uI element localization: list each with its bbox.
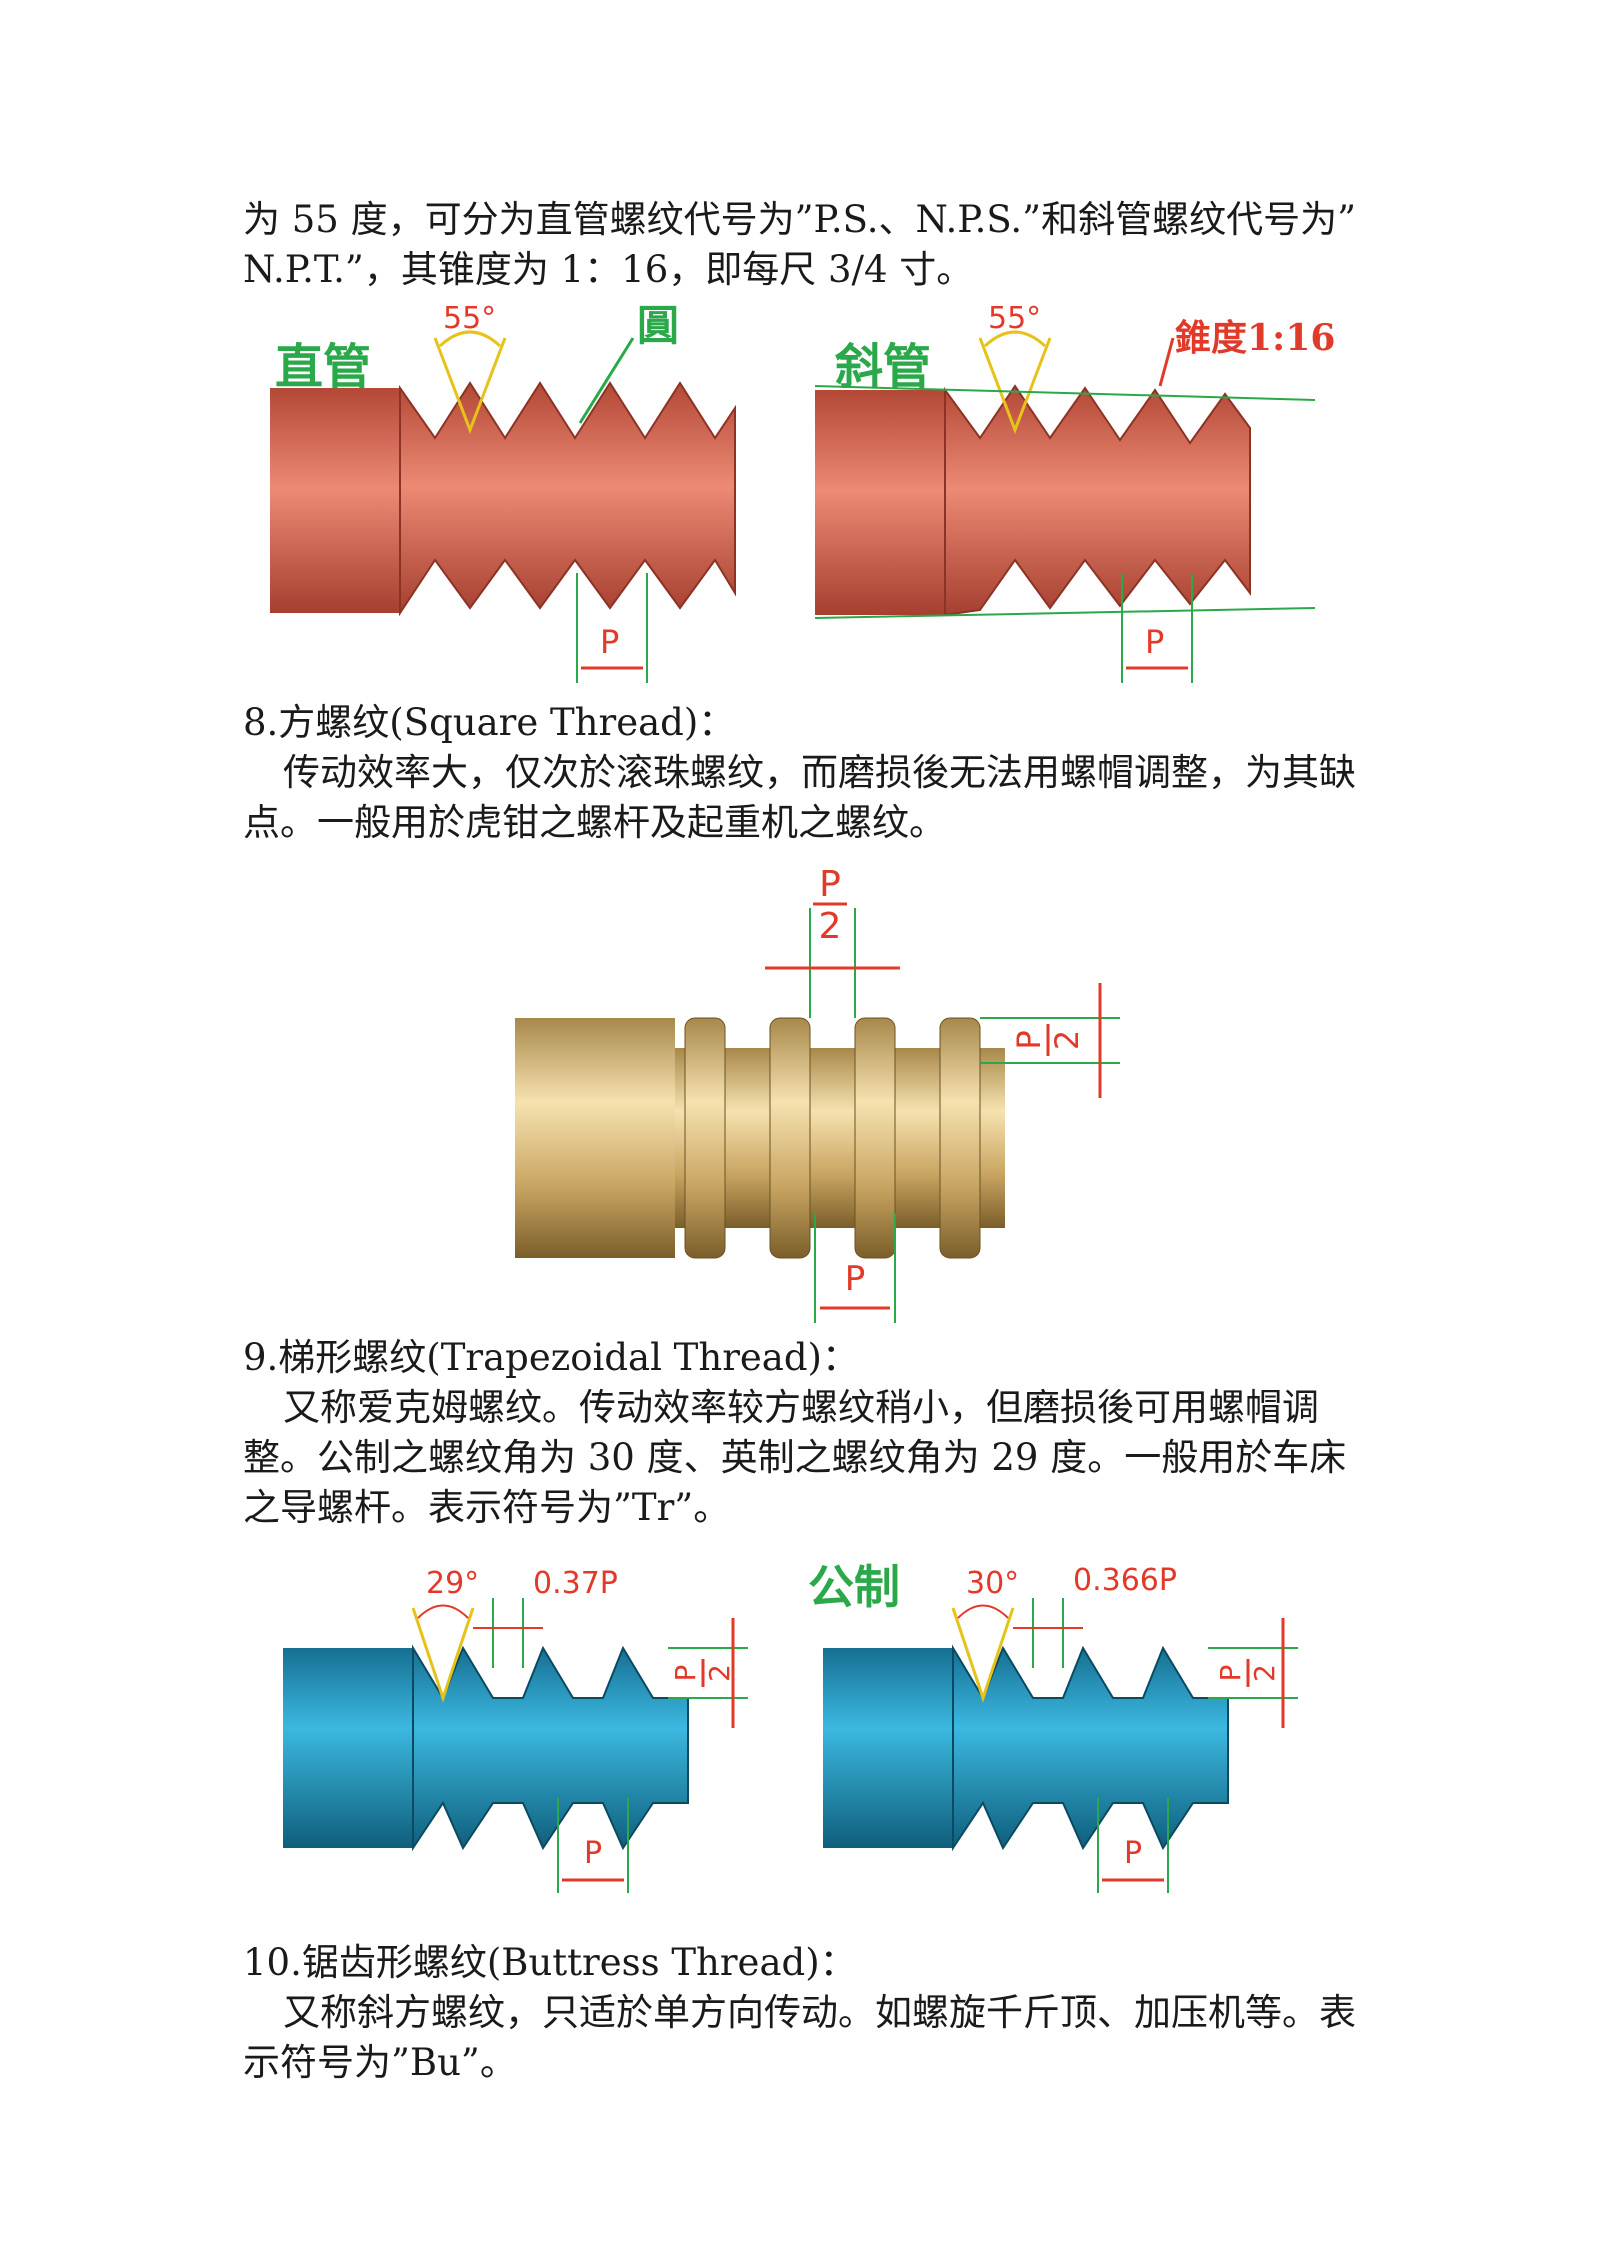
section-8-title: 8.方螺纹(Square Thread)： (243, 701, 736, 744)
round-label: 圓 (637, 301, 679, 350)
section-10-body: 又称斜方螺纹，只适於单方向传动。如螺旋千斤顶、加压机等。表示符号为”Bu”。 (243, 1991, 1356, 2084)
metric-label: 公制 (808, 1560, 900, 1614)
pipe-angle-left: 55° (443, 301, 496, 336)
trapezoid-left-body (283, 1644, 689, 1852)
section-10-title: 10.锯齿形螺纹(Buttress Thread)： (243, 1941, 857, 1984)
pipe-angle-right: 55° (988, 301, 1041, 336)
section-9-body: 又称爱克姆螺纹。传动效率较方螺纹稍小，但磨损後可用螺帽调整。公制之螺纹角为 30… (243, 1386, 1347, 1529)
trapezoid-angle-right: 30° (966, 1566, 1019, 1601)
square-side-frac-den: 2 (1048, 1030, 1086, 1050)
square-top-frac-den: 2 (819, 906, 842, 947)
trapezoid-left-frac-num: P (669, 1665, 702, 1682)
tapered-pipe-body (815, 384, 1251, 617)
taper-label: 錐度1:16 (1175, 317, 1335, 359)
section-8-body: 传动效率大，仅次於滚珠螺纹，而磨损後无法用螺帽调整，为其缺点。一般用於虎钳之螺杆… (243, 751, 1356, 844)
intro-line-2: N.P.T.”，其锥度为 1：16，即每尺 3/4 寸。 (243, 248, 974, 291)
square-thread-figure: P 2 P 2 P (480, 858, 1120, 1333)
pipe-pitch-right: P (1145, 623, 1164, 661)
trapezoid-right-frac-num: P (1214, 1665, 1247, 1682)
section-9-title: 9.梯形螺纹(Trapezoidal Thread)： (243, 1336, 859, 1379)
trapezoid-width-left: 0.37P (533, 1566, 618, 1601)
intro-line-1: 为 55 度，可分为直管螺纹代号为”P.S.、N.P.S.”和斜管螺纹代号为” (243, 198, 1357, 241)
trapezoid-width-right: 0.366P (1073, 1563, 1177, 1598)
straight-pipe-body (270, 381, 736, 617)
square-thread-body (515, 1017, 1005, 1259)
square-pitch: P (845, 1259, 866, 1299)
tapered-pipe-label: 斜管 (835, 339, 931, 395)
trapezoid-left-frac-den: 2 (703, 1664, 736, 1682)
square-side-frac-num: P (1010, 1030, 1048, 1049)
trapezoid-right-frac-den: 2 (1248, 1664, 1281, 1682)
trapezoid-right-body (823, 1644, 1229, 1852)
pipe-pitch-left: P (600, 623, 619, 661)
trapezoid-pitch-left: P (584, 1836, 602, 1871)
straight-pipe-label: 直管 (275, 339, 371, 395)
pipe-thread-figure: 55° 直管 圓 P 55° 斜管 錐度1:16 P (255, 298, 1355, 698)
square-top-frac-num: P (819, 864, 841, 905)
trapezoid-angle-left: 29° (426, 1566, 479, 1601)
trapezoid-pitch-right: P (1124, 1836, 1142, 1871)
trapezoid-thread-figure: 29° 0.37P P 2 P 公制 30° 0.366P (268, 1548, 1348, 1943)
